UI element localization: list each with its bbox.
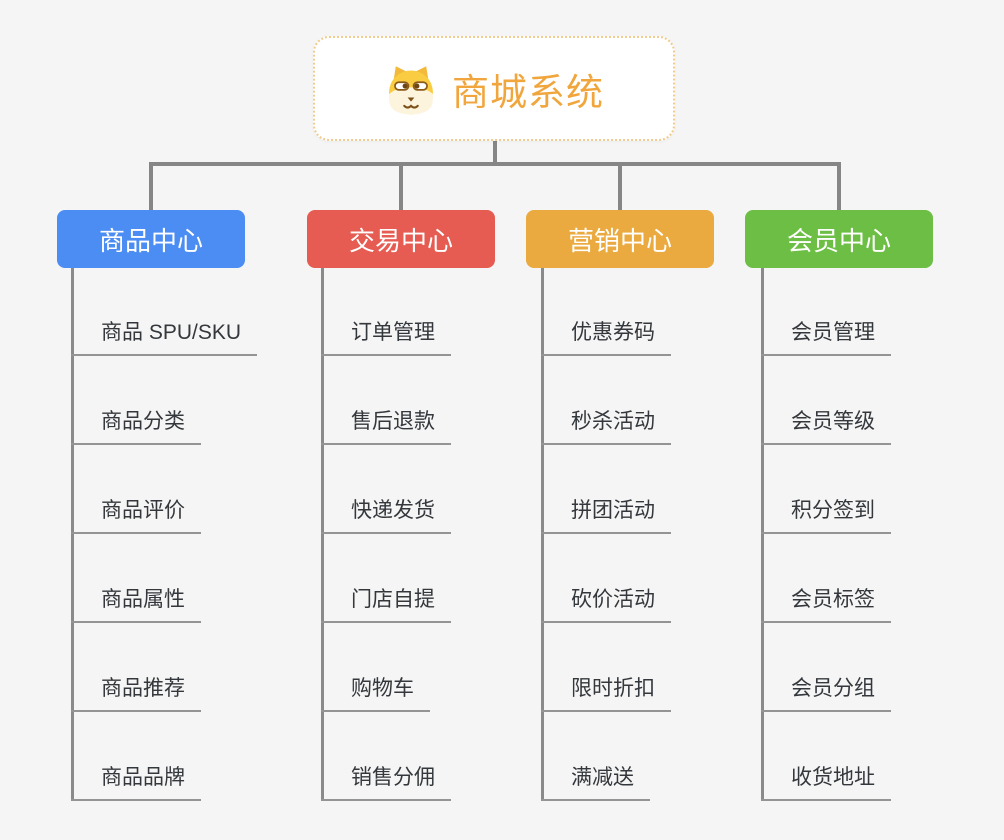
leaf-node[interactable]: 购物车 bbox=[321, 676, 430, 712]
leaf-node[interactable]: 销售分佣 bbox=[321, 765, 451, 801]
dog-face-icon bbox=[389, 65, 433, 114]
leaf-node[interactable]: 优惠券码 bbox=[541, 320, 671, 356]
leaf-node[interactable]: 售后退款 bbox=[321, 409, 451, 445]
connector-line bbox=[618, 162, 622, 212]
leaf-node[interactable]: 会员管理 bbox=[761, 320, 891, 356]
leaf-node[interactable]: 会员等级 bbox=[761, 409, 891, 445]
leaf-node[interactable]: 积分签到 bbox=[761, 498, 891, 534]
leaf-node[interactable]: 商品推荐 bbox=[71, 676, 201, 712]
branch-node-product-center[interactable]: 商品中心 bbox=[57, 210, 245, 268]
branch-node-member-center[interactable]: 会员中心 bbox=[745, 210, 933, 268]
leaf-node[interactable]: 商品分类 bbox=[71, 409, 201, 445]
leaf-node[interactable]: 快递发货 bbox=[321, 498, 451, 534]
leaf-node[interactable]: 会员分组 bbox=[761, 676, 891, 712]
leaf-node[interactable]: 收货地址 bbox=[761, 765, 891, 801]
branch-node-trade-center[interactable]: 交易中心 bbox=[307, 210, 495, 268]
connector-line bbox=[493, 140, 497, 166]
leaf-node[interactable]: 商品属性 bbox=[71, 587, 201, 623]
leaf-node[interactable]: 满减送 bbox=[541, 765, 650, 801]
leaf-node[interactable]: 秒杀活动 bbox=[541, 409, 671, 445]
leaf-node[interactable]: 砍价活动 bbox=[541, 587, 671, 623]
connector-line bbox=[837, 162, 841, 212]
connector-line bbox=[71, 268, 74, 801]
connector-line bbox=[149, 162, 841, 166]
root-node-label: 商城系统 bbox=[452, 71, 604, 113]
connector-line bbox=[321, 268, 324, 801]
root-node[interactable]: 商城系统 bbox=[313, 36, 675, 141]
connector-line bbox=[399, 162, 403, 212]
connector-line bbox=[541, 268, 544, 801]
leaf-node[interactable]: 会员标签 bbox=[761, 587, 891, 623]
leaf-node[interactable]: 拼团活动 bbox=[541, 498, 671, 534]
branch-node-marketing-center[interactable]: 营销中心 bbox=[526, 210, 714, 268]
leaf-node[interactable]: 商品评价 bbox=[71, 498, 201, 534]
leaf-node[interactable]: 门店自提 bbox=[321, 587, 451, 623]
connector-line bbox=[149, 162, 153, 212]
leaf-node[interactable]: 限时折扣 bbox=[541, 676, 671, 712]
leaf-node[interactable]: 订单管理 bbox=[321, 320, 451, 356]
leaf-node[interactable]: 商品 SPU/SKU bbox=[71, 320, 258, 356]
leaf-node[interactable]: 商品品牌 bbox=[71, 765, 201, 801]
connector-line bbox=[761, 268, 764, 801]
